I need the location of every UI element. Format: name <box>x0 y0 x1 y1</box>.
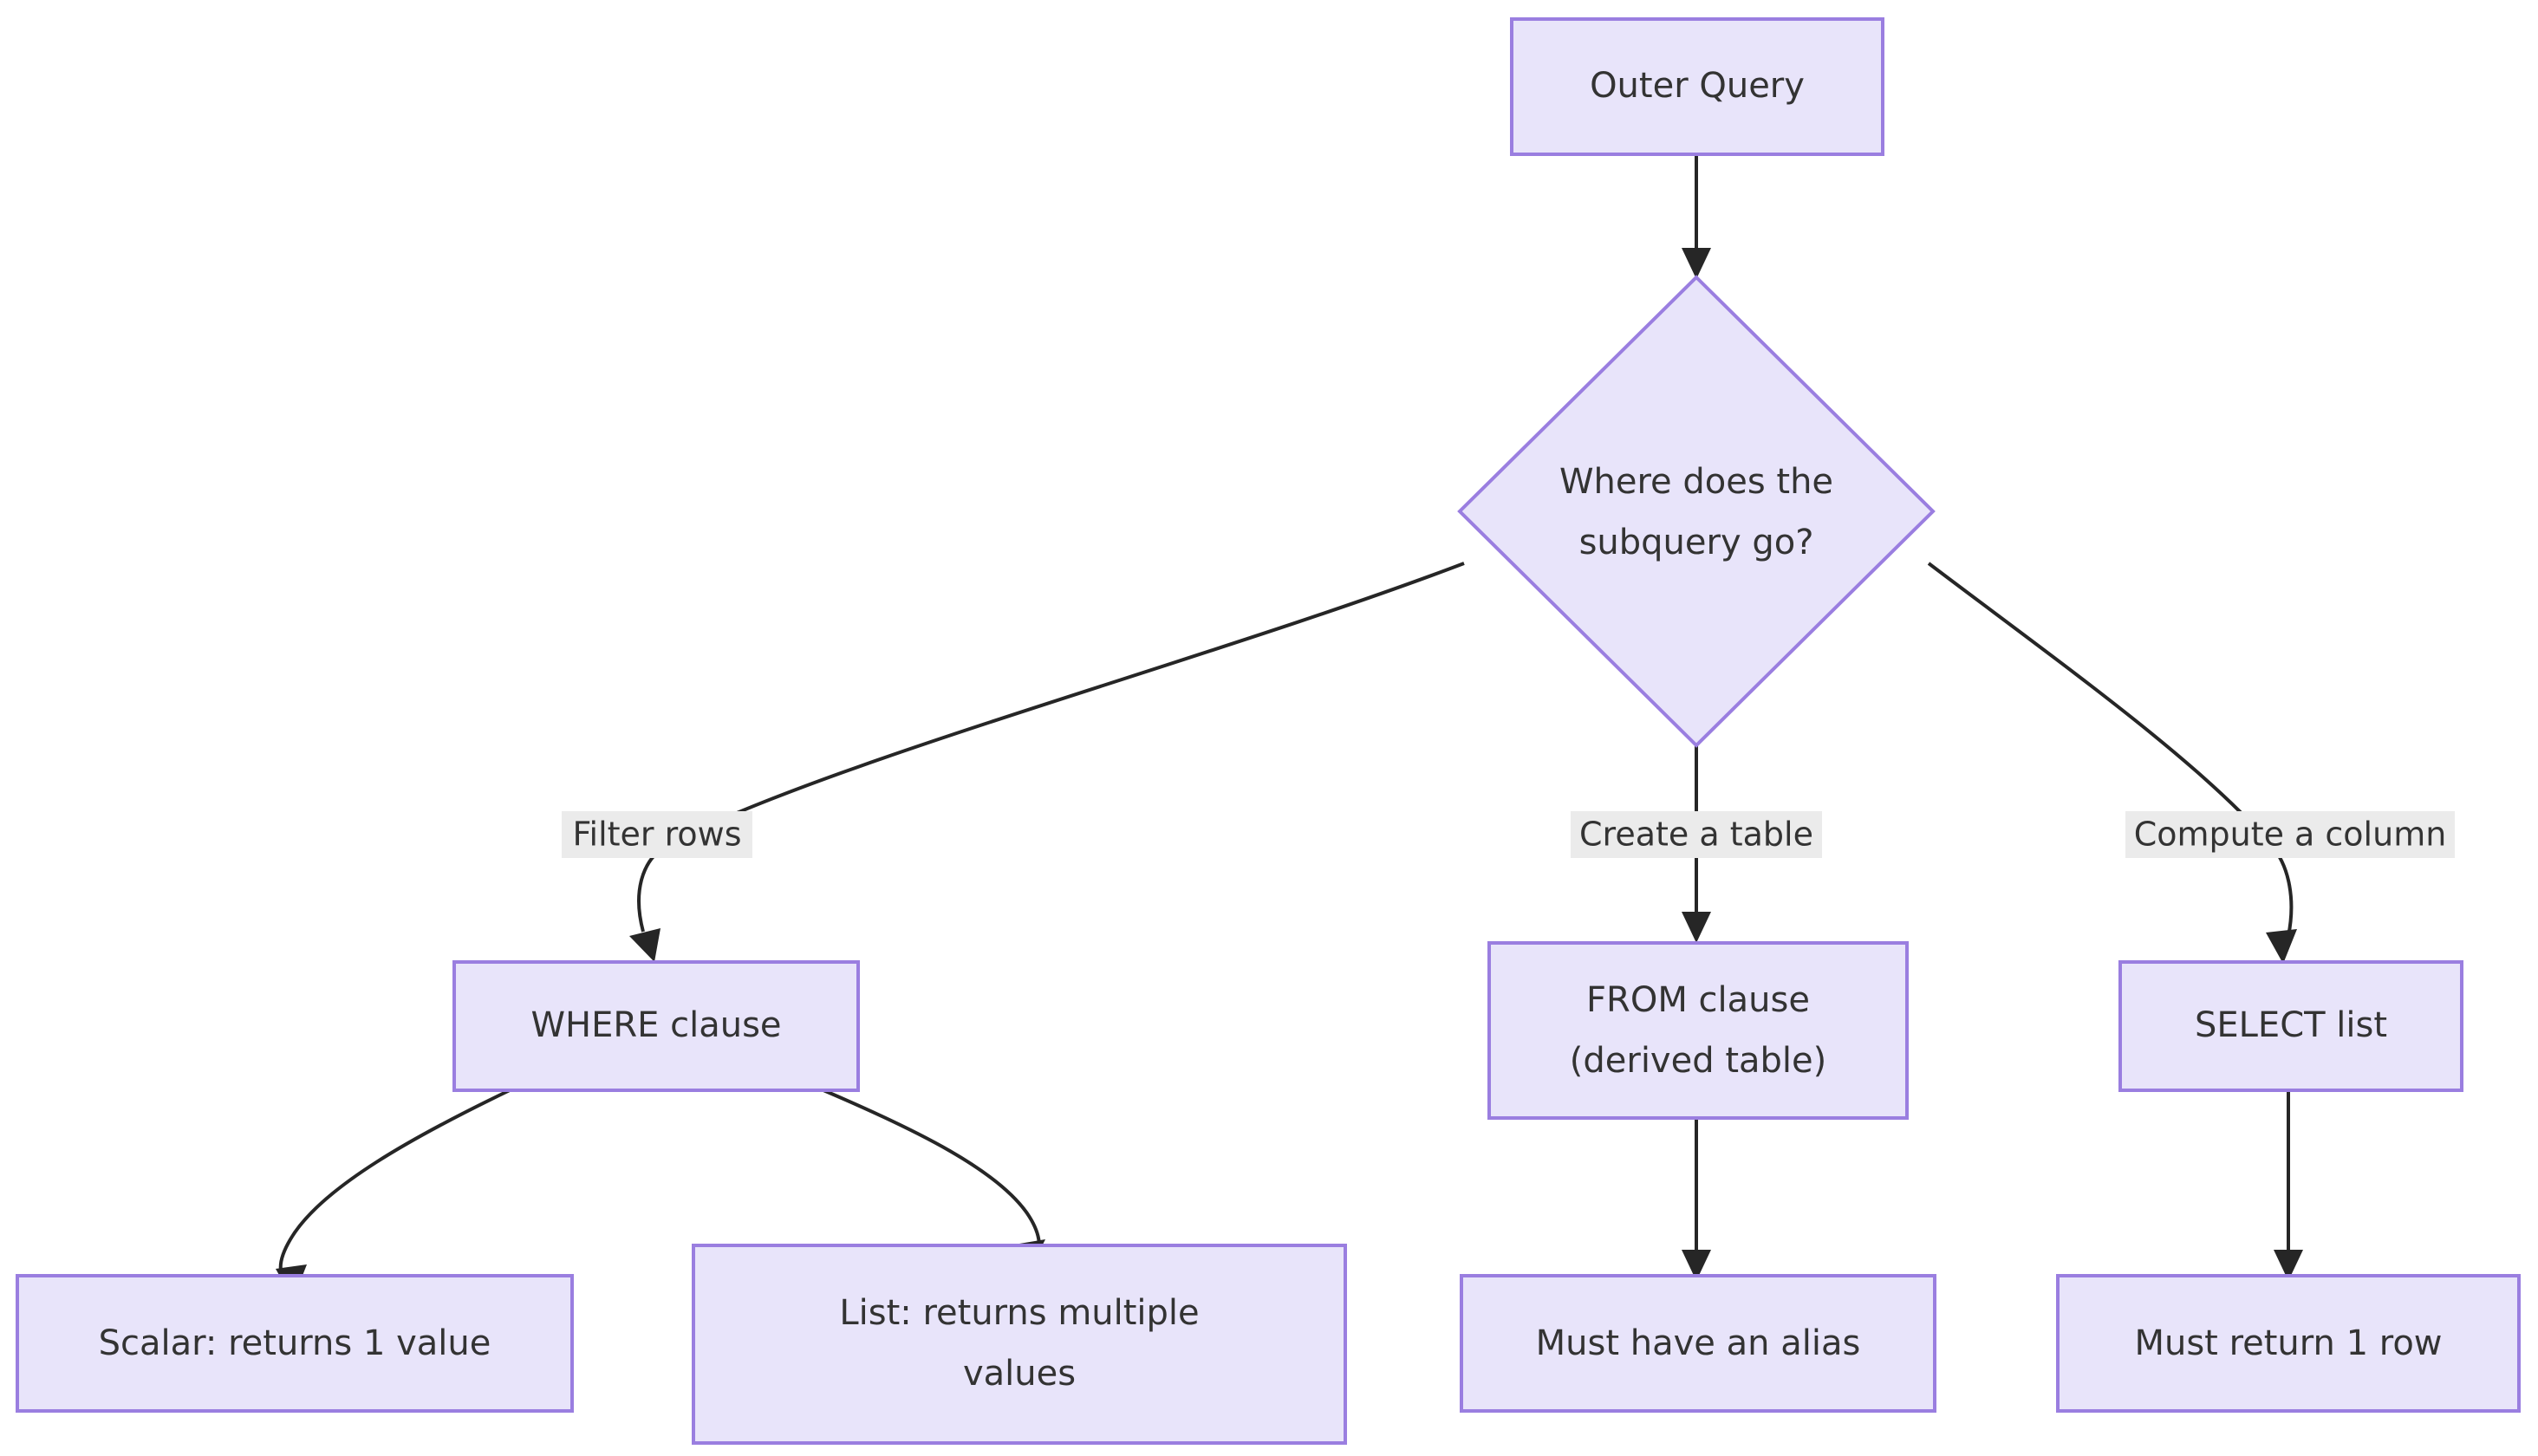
arrow-head-icon <box>1682 248 1711 279</box>
node-shape-rect[interactable] <box>2118 960 2463 1092</box>
arrow-head-icon <box>2266 929 2297 964</box>
edge-label-background <box>562 811 752 858</box>
edge-line <box>637 562 1465 933</box>
arrow-head-icon <box>1682 1250 1711 1281</box>
node-shape-diamond[interactable] <box>1457 275 1936 748</box>
node-label-list-line-2: values <box>963 1354 1076 1394</box>
edge-label-text: Compute a column <box>2134 816 2447 854</box>
node-label-from-clause-line-2: (derived table) <box>1570 1041 1826 1081</box>
node-shape-rect[interactable] <box>1510 17 1884 156</box>
node-shape-rect[interactable] <box>452 960 860 1092</box>
node-shape-rect[interactable] <box>16 1274 574 1413</box>
edge-line <box>278 1089 511 1283</box>
node-label-must-return-1-row: Must return 1 row <box>2134 1323 2442 1363</box>
edge-label-text: Create a table <box>1579 816 1813 854</box>
node-label-must-have-an-alias: Must have an alias <box>1536 1323 1861 1363</box>
edge-line <box>1927 562 2294 937</box>
node-from-clause[interactable]: FROM clause (derived table) <box>1487 941 1909 1120</box>
arrow-head-icon <box>1682 912 1711 943</box>
node-shape-rect[interactable] <box>1487 941 1909 1120</box>
node-label-select-list: SELECT list <box>2195 1005 2387 1045</box>
node-shape-rect[interactable] <box>2056 1274 2521 1413</box>
edge-label-compute-a-column: Compute a column <box>2125 811 2455 858</box>
node-must-return-1-row[interactable]: Must return 1 row <box>2056 1274 2521 1413</box>
node-label-decision-line-1: Where does the <box>1559 462 1833 502</box>
arrow-head-icon <box>2274 1250 2303 1281</box>
edge-where-clause-to-scalar <box>276 1089 511 1300</box>
edge-line <box>823 1089 1041 1260</box>
edge-outer-query-to-decision <box>1682 156 1711 279</box>
edge-label-create-a-table: Create a table <box>1571 811 1822 858</box>
edge-select-list-to-one-row <box>2274 1090 2303 1281</box>
edge-label-background <box>2125 811 2455 858</box>
node-shape-rect[interactable] <box>1460 1274 1936 1413</box>
edge-decision-to-where-clause <box>629 562 1465 962</box>
edge-decision-to-select-list <box>1927 562 2297 964</box>
node-select-list[interactable]: SELECT list <box>2118 960 2463 1092</box>
edge-label-filter-rows: Filter rows <box>562 811 752 858</box>
node-list-returns-multiple-values[interactable]: List: returns multiple values <box>692 1244 1347 1445</box>
edge-from-clause-to-alias <box>1682 1118 1711 1281</box>
node-outer-query[interactable]: Outer Query <box>1510 17 1884 156</box>
node-label-from-clause-line-1: FROM clause <box>1586 980 1810 1020</box>
node-label-where-clause: WHERE clause <box>530 1005 781 1045</box>
node-label-scalar: Scalar: returns 1 value <box>99 1323 491 1363</box>
node-decision-where-does-subquery-go[interactable]: Where does the subquery go? <box>1457 275 1936 748</box>
edge-label-text: Filter rows <box>572 816 741 854</box>
node-where-clause[interactable]: WHERE clause <box>452 960 860 1092</box>
node-label-decision-line-2: subquery go? <box>1579 523 1814 562</box>
node-label-list-line-1: List: returns multiple <box>839 1293 1199 1333</box>
edge-label-background <box>1571 811 1822 858</box>
node-shape-rect[interactable] <box>692 1244 1347 1445</box>
node-label-outer-query: Outer Query <box>1590 66 1805 106</box>
node-scalar-returns-1-value[interactable]: Scalar: returns 1 value <box>16 1274 574 1413</box>
arrow-head-icon <box>629 928 661 962</box>
node-must-have-an-alias[interactable]: Must have an alias <box>1460 1274 1936 1413</box>
